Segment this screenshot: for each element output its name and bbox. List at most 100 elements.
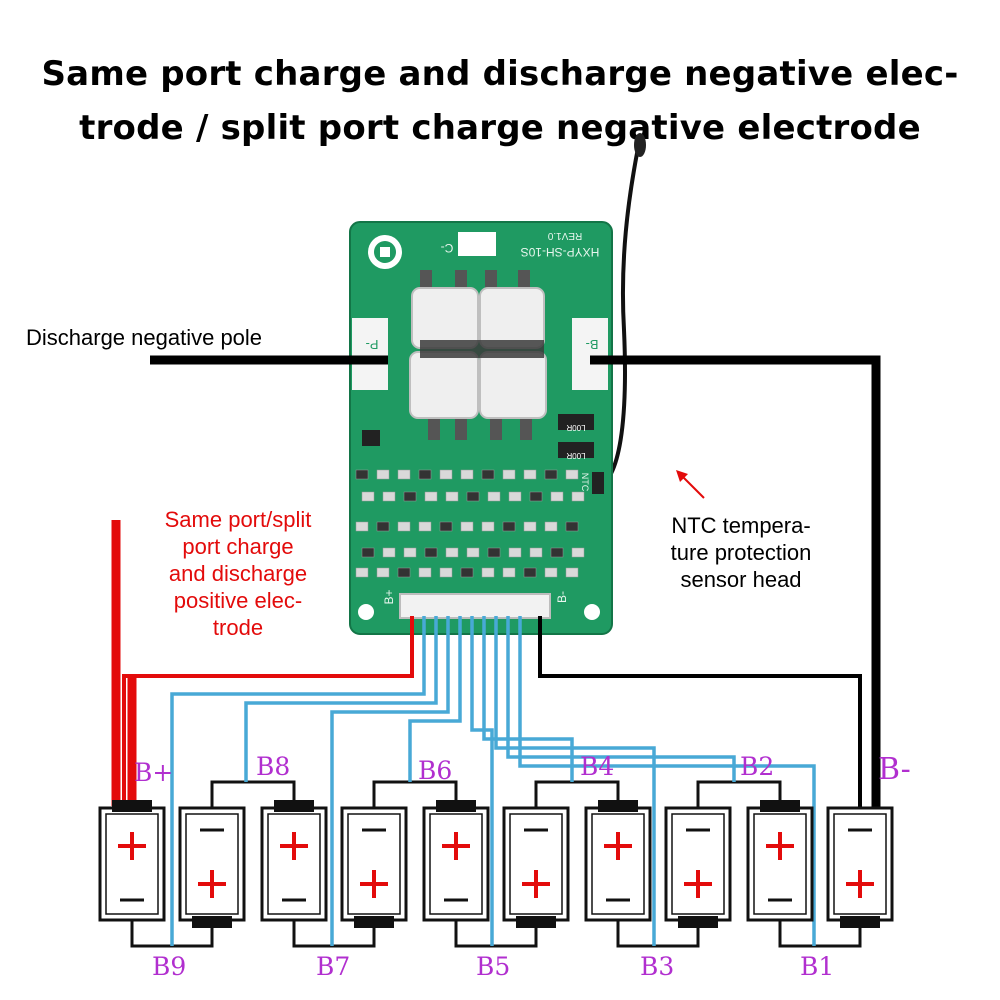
battery-pack [98, 800, 894, 928]
series-link [292, 920, 376, 948]
plus-icon [198, 870, 226, 898]
b-minus-pad [572, 318, 608, 390]
battery-cell-9 [746, 800, 814, 922]
battery-cell-8 [664, 806, 732, 928]
plus-icon [604, 832, 632, 860]
label-b-plus: B+ [134, 758, 174, 787]
smd-part [550, 491, 564, 502]
smd-components [355, 469, 585, 578]
smd-part [439, 521, 453, 532]
smd-part [397, 469, 411, 480]
series-link [616, 920, 700, 948]
smd-part [403, 491, 417, 502]
label-b8: B8 [256, 752, 291, 781]
smd-part [445, 491, 459, 502]
balance-wire [482, 616, 574, 782]
plus-icon [846, 870, 874, 898]
smd-part [508, 547, 522, 558]
balance-wire [506, 616, 736, 782]
smd-part [397, 567, 411, 578]
smd-part [571, 491, 585, 502]
resistor-code-1: L00R [566, 423, 585, 432]
positive-line-1: Same port/split [164, 507, 312, 532]
balance-wire [170, 616, 426, 946]
smd-part [460, 521, 474, 532]
smd-part [487, 491, 501, 502]
smd-part [460, 567, 474, 578]
smd-part [523, 521, 537, 532]
label-b3: B3 [640, 952, 675, 981]
c-minus-label: C- [441, 241, 454, 255]
smd-part [565, 469, 579, 480]
balance-wire [470, 616, 494, 946]
positive-line-4: positive elec- [173, 588, 303, 613]
smd-part [544, 469, 558, 480]
b-minus-main-wire [590, 355, 881, 812]
balance-wire [518, 616, 816, 946]
label-b9: B9 [152, 952, 187, 981]
smd-part [355, 469, 369, 480]
battery-cell-5 [422, 800, 490, 922]
smd-part [550, 547, 564, 558]
battery-cell-10 [826, 806, 894, 928]
title-line-2: trode / split port charge negative elect… [79, 108, 921, 148]
discharge-negative-label: Discharge negative pole [26, 325, 263, 350]
smd-part [376, 521, 390, 532]
series-link [372, 780, 458, 808]
smd-part [418, 521, 432, 532]
smd-part [376, 469, 390, 480]
smd-part [445, 547, 459, 558]
smd-part [403, 547, 417, 558]
plus-icon [522, 870, 550, 898]
smd-part [529, 491, 543, 502]
connector-bminus-label: B- [555, 591, 569, 603]
positive-line-3: and discharge [168, 561, 308, 586]
smd-part [466, 547, 480, 558]
battery-cell-4 [340, 806, 408, 928]
smd-part [382, 547, 396, 558]
smd-part [424, 547, 438, 558]
smd-part [508, 491, 522, 502]
smd-part [439, 567, 453, 578]
smd-part [361, 491, 375, 502]
smd-part [481, 469, 495, 480]
smd-part [361, 547, 375, 558]
sense-resistor-2 [558, 442, 594, 458]
balance-wire [330, 616, 450, 946]
ntc-pointer-arrow [676, 470, 705, 499]
balance-connector [399, 593, 551, 619]
negative-balance-wire [538, 616, 862, 812]
label-b6: B6 [418, 756, 453, 785]
battery-cell-1 [98, 800, 166, 922]
smd-part [487, 547, 501, 558]
p-minus-pad [352, 318, 388, 390]
plus-icon [684, 870, 712, 898]
smd-part [544, 521, 558, 532]
connector-bplus-label: B+ [382, 589, 396, 604]
smd-part [481, 521, 495, 532]
ntc-line-1: NTC tempera- [671, 513, 811, 538]
protection-board: HXYP-SH-10S REV1.0 C- P- B- [349, 221, 613, 635]
label-b1: B1 [800, 952, 835, 981]
battery-cell-2 [178, 806, 246, 928]
label-b2: B2 [740, 752, 775, 781]
smd-part [571, 547, 585, 558]
smd-part [565, 521, 579, 532]
board-model: HXYP-SH-10S [521, 245, 600, 259]
smd-part [439, 469, 453, 480]
plus-icon [118, 832, 146, 860]
plus-icon [766, 832, 794, 860]
plus-icon [280, 832, 308, 860]
smd-part [502, 469, 516, 480]
positive-line-2: port charge [182, 534, 294, 559]
series-link [778, 920, 862, 948]
series-link [454, 920, 538, 948]
label-b-minus: B- [878, 752, 911, 787]
smd-part [502, 567, 516, 578]
smd-part [418, 469, 432, 480]
plus-icon [442, 832, 470, 860]
smd-part [481, 567, 495, 578]
smd-part [382, 491, 396, 502]
